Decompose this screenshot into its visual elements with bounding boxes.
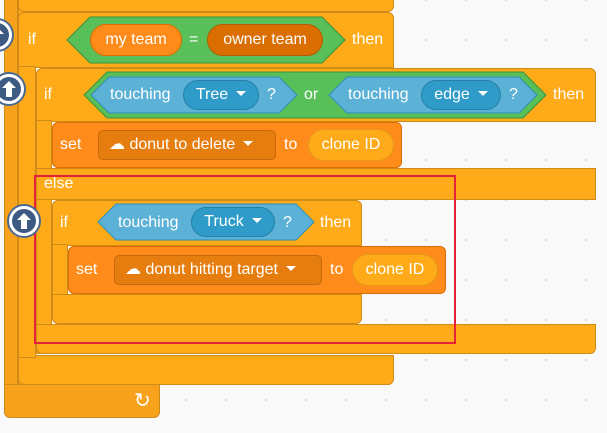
arrow-up-button-truck-if[interactable] xyxy=(7,204,41,238)
set-label: set xyxy=(60,136,82,153)
touching-truck-question: ? xyxy=(283,214,292,231)
loop-arrow-icon: ↻ xyxy=(134,390,151,412)
else-label: else xyxy=(44,175,74,192)
edge-dropdown[interactable]: edge xyxy=(421,80,501,110)
tree-dropdown[interactable]: Tree xyxy=(183,80,259,110)
my-team-reporter[interactable]: my team xyxy=(90,24,182,56)
outer-if-keyword: if xyxy=(28,31,36,48)
top-partial-block[interactable] xyxy=(18,0,394,12)
chevron-down-icon xyxy=(243,141,254,147)
arrow-up-icon xyxy=(0,77,21,101)
arrow-up-icon xyxy=(0,23,9,47)
donut-hitting-target-dropdown[interactable]: ☁ donut hitting target xyxy=(114,255,322,285)
arrow-up-button-inner-if[interactable] xyxy=(0,72,26,106)
donut-to-delete-label: ☁ donut to delete xyxy=(109,136,236,153)
loop-block-frame[interactable] xyxy=(4,0,18,395)
chevron-down-icon xyxy=(236,91,247,97)
or-label: or xyxy=(304,86,319,103)
inner-if-then: then xyxy=(553,86,585,103)
donut-hitting-target-label: ☁ donut hitting target xyxy=(125,261,278,278)
truck-if-then: then xyxy=(320,214,352,231)
clone-id-input-2[interactable]: clone ID xyxy=(352,254,438,286)
else-bar[interactable] xyxy=(36,168,596,200)
truck-if-keyword: if xyxy=(60,214,68,231)
equals-sign: = xyxy=(189,31,199,48)
wrapper-if-bottom[interactable] xyxy=(18,355,394,385)
chevron-down-icon xyxy=(251,218,262,224)
outer-if-then: then xyxy=(352,31,384,48)
touching-edge-label: touching xyxy=(348,86,409,103)
chevron-down-icon xyxy=(477,91,488,97)
to-label-2: to xyxy=(330,261,344,278)
truck-dropdown-label: Truck xyxy=(204,213,244,230)
to-label: to xyxy=(284,136,298,153)
touching-tree-label: touching xyxy=(110,86,171,103)
inner-if-bottom[interactable] xyxy=(36,324,596,354)
set-label-2: set xyxy=(76,261,98,278)
touching-edge-question: ? xyxy=(509,86,518,103)
highlight-box xyxy=(34,175,456,344)
touching-tree-question: ? xyxy=(267,86,276,103)
clone-id-input[interactable]: clone ID xyxy=(308,129,394,161)
touching-truck-label: touching xyxy=(118,214,179,231)
inner-if-keyword: if xyxy=(44,86,52,103)
chevron-down-icon xyxy=(285,266,296,272)
truck-if-bottom[interactable] xyxy=(52,294,362,324)
truck-dropdown[interactable]: Truck xyxy=(191,207,275,237)
edge-dropdown-label: edge xyxy=(434,86,470,103)
arrow-up-icon xyxy=(12,209,36,233)
tree-dropdown-label: Tree xyxy=(195,86,229,103)
owner-team-reporter[interactable]: owner team xyxy=(207,24,323,56)
donut-to-delete-dropdown[interactable]: ☁ donut to delete xyxy=(98,130,276,160)
